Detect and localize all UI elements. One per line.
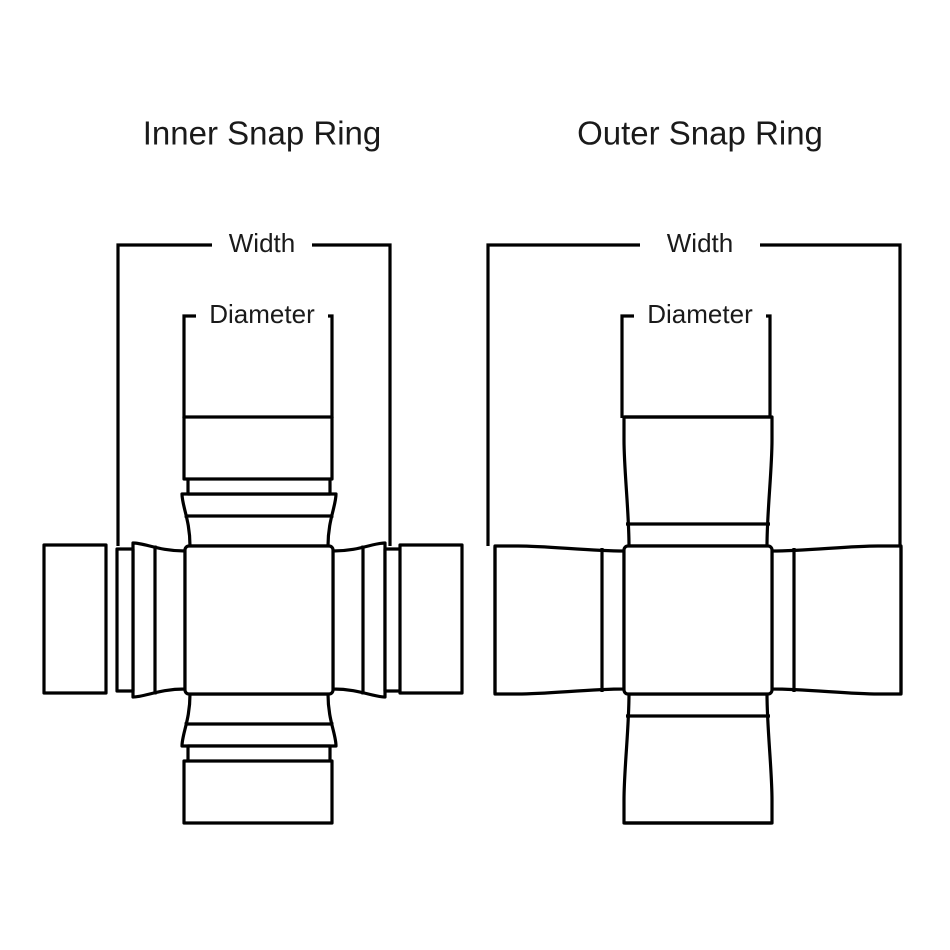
- panel-title-outer: Outer Snap Ring: [577, 115, 823, 152]
- snap-ring-groove-left-inner: [115, 547, 135, 693]
- cap-shoulder-right-inner: [331, 541, 387, 699]
- cap-body-top-outer: [622, 415, 774, 548]
- width-bracket-left-outer: [486, 243, 640, 546]
- cap-shoulder-top-inner: [180, 492, 338, 548]
- dimension-diameter-outer: Diameter: [620, 299, 772, 418]
- cap-shoulder-bottom-inner: [180, 692, 338, 748]
- panel-inner-snap-ring: Inner Snap Ring: [42, 115, 464, 825]
- ujoint-cross-inner: [42, 415, 464, 825]
- cross-hub-outer: [622, 544, 774, 696]
- width-bracket-left-inner: [116, 243, 212, 546]
- cap-body-bottom-outer: [622, 692, 774, 825]
- width-label-outer: Width: [667, 228, 733, 258]
- dimension-width-inner: Width: [116, 228, 392, 546]
- diameter-label-inner: Diameter: [209, 299, 315, 329]
- cap-body-top-inner: [182, 415, 334, 481]
- width-bracket-right-inner: [312, 243, 392, 546]
- cap-body-right-outer: [770, 544, 903, 696]
- arm-top-outer: [622, 415, 774, 548]
- panel-outer-snap-ring: Outer Snap Ring: [486, 115, 903, 825]
- arm-right-outer: [770, 544, 903, 696]
- arm-bottom-inner: [180, 692, 338, 825]
- diameter-bracket-right-inner: [328, 314, 334, 418]
- cap-body-right-inner: [398, 543, 464, 695]
- cap-shoulder-left-inner: [131, 541, 187, 699]
- arm-right-inner: [331, 541, 464, 699]
- width-label-inner: Width: [229, 228, 295, 258]
- dimension-diameter-inner: Diameter: [182, 299, 334, 418]
- arm-top-inner: [180, 415, 338, 548]
- arm-left-inner: [42, 541, 187, 699]
- arm-bottom-outer: [622, 692, 774, 825]
- cap-body-bottom-inner: [182, 759, 334, 825]
- panel-title-inner: Inner Snap Ring: [143, 115, 382, 152]
- dimension-width-outer: Width: [486, 228, 902, 546]
- arm-left-outer: [493, 544, 626, 696]
- ujoint-cross-outer: [493, 415, 903, 825]
- cross-hub-inner: [183, 544, 335, 696]
- cap-body-left-inner: [42, 543, 108, 695]
- diameter-bracket-left-inner: [182, 314, 196, 418]
- cap-body-left-outer: [493, 544, 626, 696]
- width-bracket-right-outer: [760, 243, 902, 546]
- diameter-bracket-right-outer: [766, 314, 772, 418]
- diameter-bracket-left-outer: [620, 314, 634, 418]
- diameter-label-outer: Diameter: [647, 299, 753, 329]
